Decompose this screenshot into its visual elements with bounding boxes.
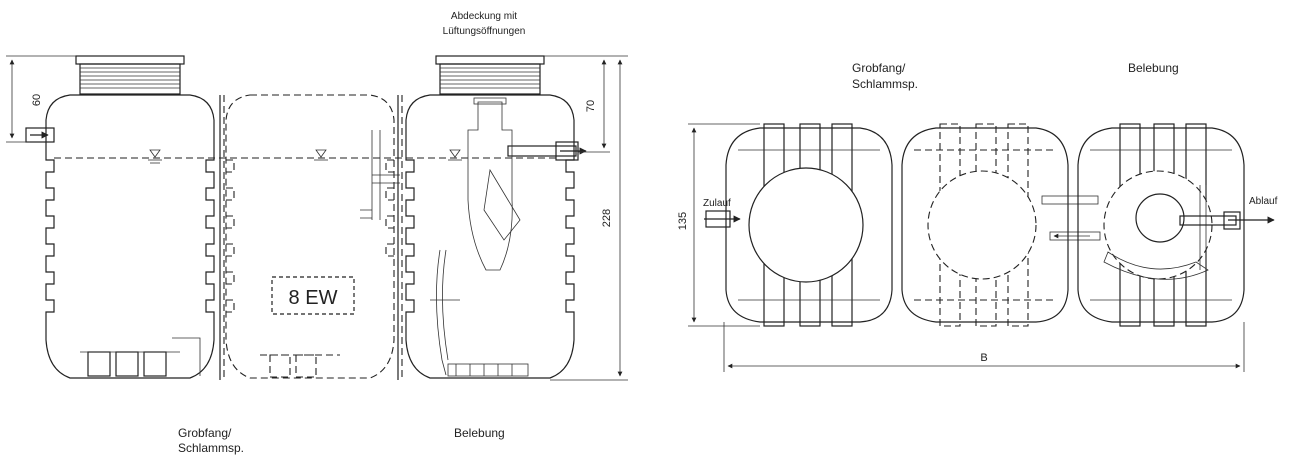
cover-label-line2: Lüftungsöffnungen xyxy=(443,26,526,37)
dim-228: 228 xyxy=(550,55,628,381)
side-tank-right xyxy=(405,55,587,379)
side-chamber-left-line1: Grobfang/ xyxy=(178,426,232,440)
dim-70-label: 70 xyxy=(585,100,597,112)
capacity-label: 8 EW xyxy=(289,287,338,309)
dim-b: B xyxy=(723,322,1245,372)
side-chamber-left-line2: Schlammsp. xyxy=(178,441,244,455)
dim-60-label: 60 xyxy=(31,94,43,106)
top-chamber-right: Belebung xyxy=(1128,61,1179,75)
capacity-box xyxy=(271,276,355,315)
outlet-label: Ablauf xyxy=(1249,196,1278,207)
dim-70: 70 xyxy=(544,55,610,153)
side-tank-middle xyxy=(225,94,400,379)
inlet-label: Zulauf xyxy=(703,198,731,209)
top-chamber-left-line2: Schlammsp. xyxy=(852,77,918,91)
top-tank-right xyxy=(1077,123,1275,327)
top-tank-left xyxy=(725,123,893,327)
dim-135-label: 135 xyxy=(677,212,689,230)
top-tank-middle xyxy=(901,123,1101,327)
side-chamber-right: Belebung xyxy=(454,426,505,440)
dim-b-label: B xyxy=(980,352,987,364)
cover-label-line1: Abdeckung mit xyxy=(451,11,517,22)
inlet-pipe xyxy=(704,210,741,228)
dim-135: 135 xyxy=(677,123,760,327)
side-tank-left xyxy=(25,55,215,379)
top-view: Zulauf Ablauf 135 B Grobfang/ Schlammsp.… xyxy=(677,61,1278,372)
dim-60: 60 xyxy=(6,55,76,143)
dim-228-label: 228 xyxy=(601,209,613,227)
side-view: 60 70 228 Abdeckung mit Lüftungsöffnunge… xyxy=(6,11,628,455)
top-chamber-left-line1: Grobfang/ xyxy=(852,61,906,75)
